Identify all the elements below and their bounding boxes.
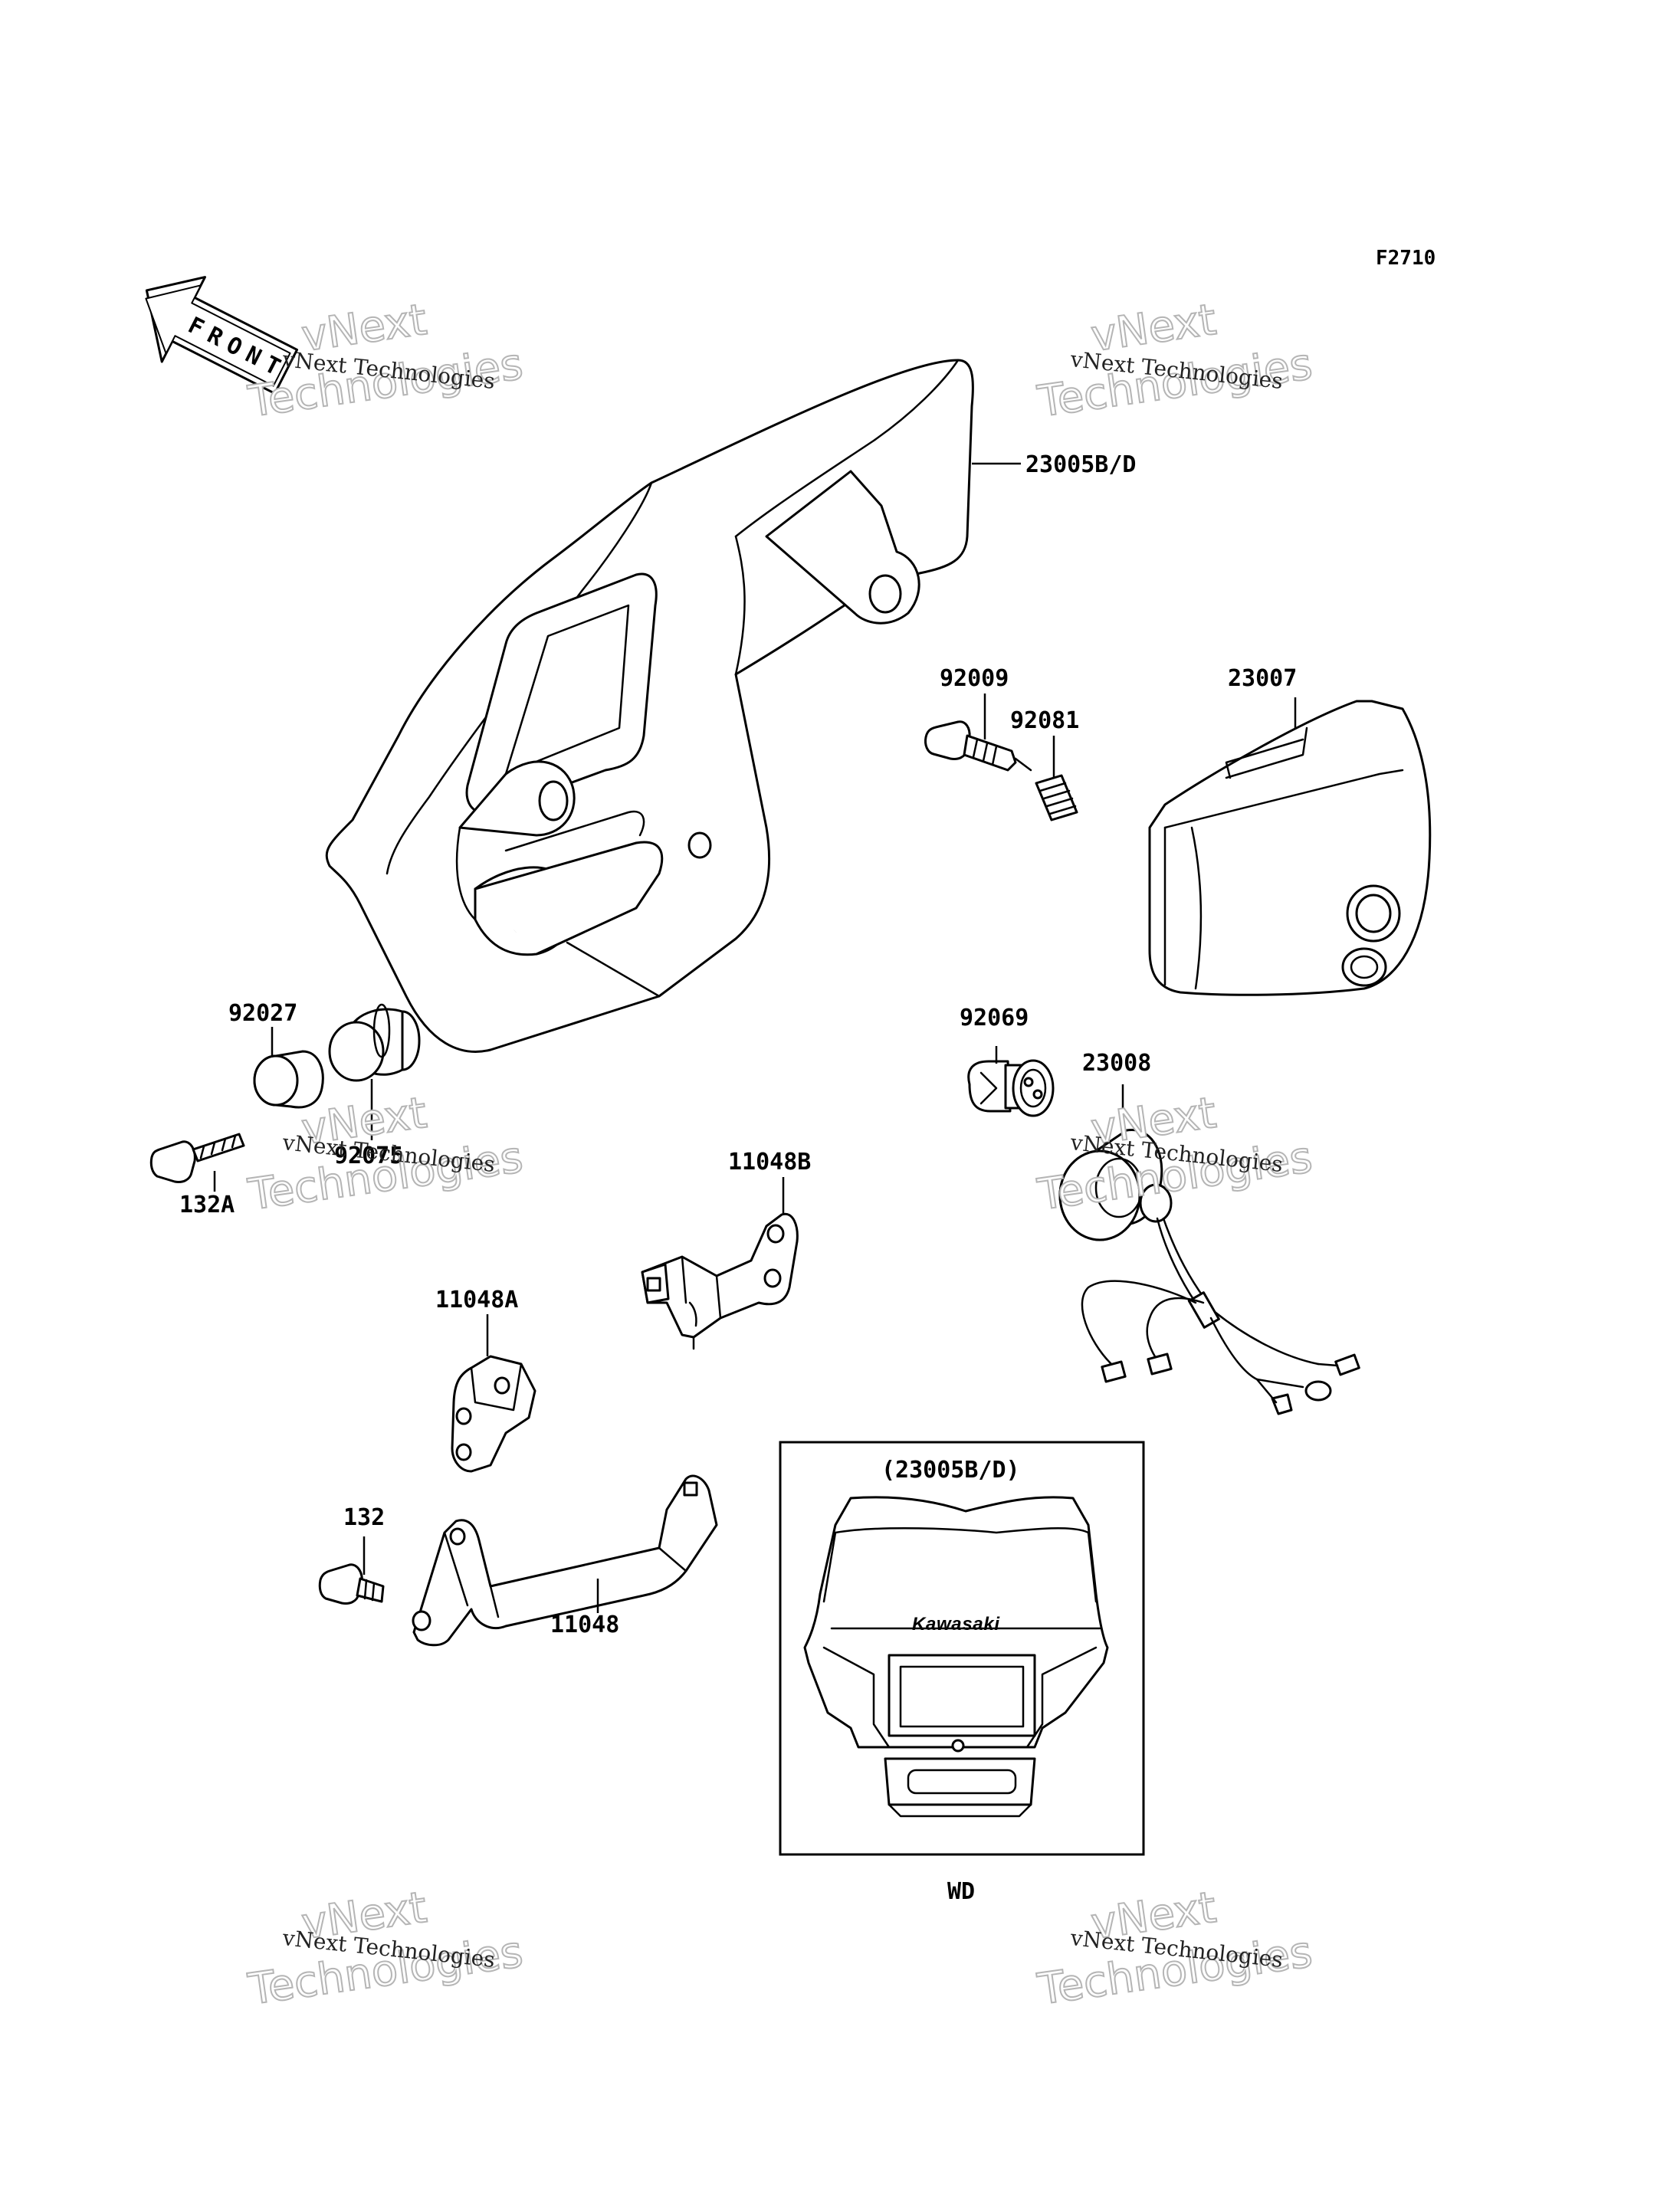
bolt-132a-part — [149, 1133, 245, 1183]
part-label-23005bd: 23005B/D — [1025, 451, 1137, 478]
part-label-23007: 23007 — [1228, 665, 1297, 692]
bolt-92009-part — [924, 720, 1032, 772]
bracket-11048-part — [412, 1474, 718, 1647]
part-label-92009: 92009 — [940, 665, 1009, 692]
headlight-cowl-part — [325, 359, 974, 1053]
collar-92027-part — [253, 1050, 324, 1109]
bulb-92069-part — [967, 1059, 1055, 1117]
bolt-132-part — [318, 1563, 385, 1605]
inset-panel: (23005B/D) Kawasaki — [779, 1441, 1145, 1856]
part-label-132: 132 — [343, 1504, 385, 1531]
bracket-11048b-part — [641, 1212, 799, 1350]
part-label-92081: 92081 — [1010, 707, 1079, 734]
headlight-lens-part — [1148, 700, 1432, 996]
bracket-11048a-part — [451, 1355, 536, 1473]
watermark-top-right: vNext Technologies — [1034, 294, 1316, 428]
part-label-11048b: 11048B — [728, 1149, 811, 1176]
brand-logo: Kawasaki — [912, 1614, 1000, 1635]
part-label-132a: 132A — [179, 1192, 235, 1218]
part-label-11048a: 11048A — [435, 1287, 518, 1313]
part-label-92069: 92069 — [960, 1005, 1029, 1031]
socket-harness-23008-part — [1058, 1128, 1360, 1415]
spring-92081-part — [1035, 774, 1078, 821]
part-label-23008: 23008 — [1082, 1050, 1151, 1077]
part-label-92027: 92027 — [228, 1000, 297, 1027]
part-label-92075: 92075 — [334, 1143, 403, 1169]
grommet-92075-part — [328, 1003, 421, 1082]
inset-caption: WD — [947, 1878, 975, 1905]
diagram-code: F2710 — [1376, 247, 1436, 270]
headlight-cowl-front-view: Kawasaki — [803, 1496, 1109, 1818]
inset-title: (23005B/D) — [881, 1457, 1020, 1484]
part-label-11048: 11048 — [550, 1612, 619, 1638]
